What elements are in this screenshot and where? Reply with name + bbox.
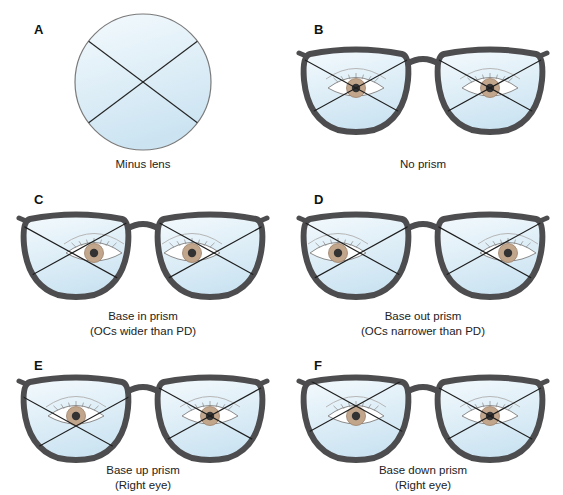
lens bbox=[304, 378, 409, 461]
optical-center-line bbox=[406, 209, 563, 297]
panel-letter: A bbox=[34, 23, 43, 37]
frame-rim bbox=[24, 378, 129, 461]
frame-temple bbox=[260, 381, 267, 384]
eye bbox=[326, 397, 386, 426]
optical-center-line bbox=[410, 372, 563, 460]
panel-caption: Minus lens bbox=[116, 157, 171, 171]
panel-letter: D bbox=[314, 193, 323, 207]
eye bbox=[180, 397, 240, 426]
spectacles bbox=[299, 215, 547, 298]
panel-caption: (OCs narrower than PD) bbox=[361, 324, 485, 338]
frame-bridge bbox=[407, 387, 439, 392]
frame-bridge bbox=[407, 59, 439, 64]
frame-temple bbox=[19, 381, 26, 384]
frame-rim bbox=[304, 50, 409, 133]
panel-caption: Base out prism bbox=[385, 309, 462, 323]
lens bbox=[158, 378, 263, 461]
spectacles bbox=[299, 50, 547, 133]
lens-content bbox=[0, 382, 156, 470]
eye bbox=[64, 234, 124, 263]
eye bbox=[308, 234, 368, 263]
optical-center-line bbox=[276, 44, 436, 132]
panel-caption: (OCs wider than PD) bbox=[90, 324, 196, 338]
optical-center-line bbox=[134, 209, 294, 297]
lens-content bbox=[410, 372, 563, 460]
optical-center-line bbox=[280, 209, 440, 297]
panel-caption: Base in prism bbox=[108, 309, 178, 323]
frame-temple bbox=[299, 218, 306, 221]
optical-center-line bbox=[53, 15, 233, 150]
frame-bridge bbox=[127, 387, 159, 392]
lens bbox=[304, 50, 409, 133]
optical-center-line bbox=[276, 362, 436, 450]
frame-bridge bbox=[407, 224, 439, 229]
frame-rim bbox=[304, 378, 409, 461]
eye bbox=[460, 69, 520, 98]
frame-temple bbox=[299, 381, 306, 384]
optical-center-line bbox=[410, 44, 563, 132]
optical-center-line bbox=[0, 209, 152, 297]
lens bbox=[438, 378, 543, 461]
eye bbox=[478, 234, 538, 263]
eye bbox=[460, 397, 520, 426]
panel-caption: (Right eye) bbox=[115, 478, 171, 492]
panel-caption: Base down prism bbox=[379, 463, 467, 477]
spectacles bbox=[19, 215, 267, 298]
optical-center-line bbox=[134, 209, 294, 297]
optical-center-line bbox=[130, 372, 290, 460]
optical-center-line bbox=[0, 209, 152, 297]
lens-content bbox=[0, 209, 152, 297]
panel-letter: E bbox=[34, 359, 43, 373]
optical-center-line bbox=[276, 362, 436, 450]
eye bbox=[162, 234, 222, 263]
lens-content bbox=[134, 209, 294, 297]
frame-rim bbox=[438, 378, 543, 461]
optical-center-line bbox=[410, 372, 563, 460]
frame-rim bbox=[438, 50, 543, 133]
optical-center-line bbox=[410, 44, 563, 132]
optical-center-line bbox=[0, 382, 156, 470]
optical-center-line bbox=[276, 44, 436, 132]
frame-temple bbox=[19, 218, 26, 221]
spectacles bbox=[19, 378, 267, 461]
frame-rim bbox=[158, 378, 263, 461]
lens-content bbox=[276, 362, 436, 450]
lens-content bbox=[280, 209, 440, 297]
frame-temple bbox=[299, 53, 306, 56]
frame-bridge bbox=[127, 224, 159, 229]
spectacles bbox=[299, 378, 547, 461]
panel-caption: (Right eye) bbox=[395, 478, 451, 492]
lens bbox=[24, 378, 129, 461]
frame-temple bbox=[540, 381, 547, 384]
optical-center-line bbox=[130, 372, 290, 460]
optical-center-line bbox=[406, 209, 563, 297]
optical-center-line bbox=[280, 209, 440, 297]
minus-lens bbox=[53, 14, 233, 150]
lens-content bbox=[276, 44, 436, 132]
lens-content bbox=[410, 44, 563, 132]
lens bbox=[438, 50, 543, 133]
panel-letter: B bbox=[314, 23, 323, 37]
panel-letter: F bbox=[314, 359, 322, 373]
optical-center-line bbox=[53, 15, 233, 150]
lens-content bbox=[130, 372, 290, 460]
panel-letter: C bbox=[34, 193, 43, 207]
frame-temple bbox=[540, 53, 547, 56]
panel-caption: No prism bbox=[400, 157, 446, 171]
lens-content bbox=[406, 209, 563, 297]
frame-temple bbox=[260, 218, 267, 221]
eye bbox=[46, 397, 106, 426]
frame-temple bbox=[540, 218, 547, 221]
eye bbox=[326, 69, 386, 98]
optical-center-line bbox=[0, 382, 156, 470]
panel-caption: Base up prism bbox=[106, 463, 180, 477]
